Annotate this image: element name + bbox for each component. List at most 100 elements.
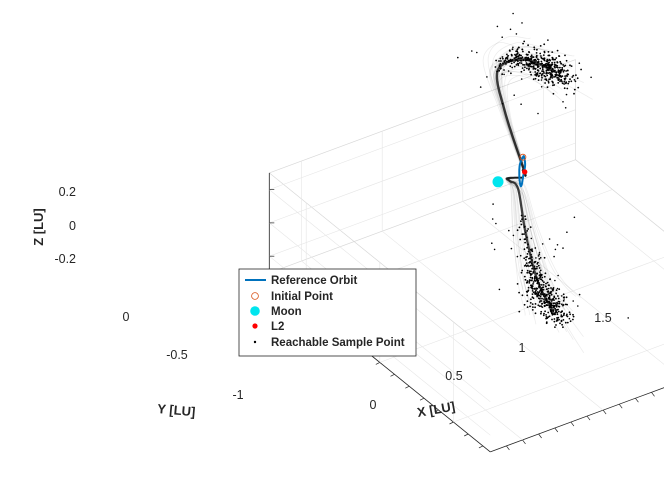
sample-point — [532, 281, 535, 283]
sample-point — [547, 80, 550, 83]
sample-point — [530, 57, 533, 59]
sample-point — [542, 284, 545, 286]
x-tick-label: 0.5 — [445, 369, 462, 383]
sample-point — [557, 69, 560, 72]
sample-point — [501, 56, 504, 58]
sample-point — [538, 291, 540, 294]
sample-point — [561, 69, 563, 72]
sample-point — [551, 73, 553, 76]
sample-point — [551, 61, 553, 64]
sample-point — [556, 76, 558, 79]
sample-point — [551, 313, 554, 316]
sample-point — [566, 321, 569, 324]
sample-point — [545, 72, 548, 75]
sample-point-scatter — [542, 293, 544, 296]
sample-point — [531, 277, 534, 280]
legend-entry-initial-point: Initial Point — [251, 291, 333, 303]
sample-point — [531, 285, 534, 287]
sample-point-scatter — [568, 317, 571, 320]
sample-point — [513, 57, 516, 60]
sample-point — [523, 40, 526, 43]
sample-point — [551, 51, 554, 53]
grid-line — [379, 256, 664, 363]
sample-point — [558, 288, 561, 291]
sample-point-scatter — [590, 76, 592, 79]
sample-point — [552, 84, 554, 87]
sample-point-scatter — [510, 247, 513, 250]
sample-point — [499, 62, 502, 65]
sample-point — [552, 289, 554, 292]
sample-point — [540, 74, 543, 77]
sample-point — [520, 62, 523, 64]
sample-point — [524, 57, 527, 59]
x-tick-label: 0 — [370, 398, 377, 412]
sample-point — [549, 278, 551, 281]
sample-point — [545, 321, 548, 323]
sample-point — [545, 62, 548, 65]
sample-point — [546, 281, 549, 284]
sample-point — [563, 80, 566, 83]
sample-point — [526, 294, 529, 297]
sample-point — [551, 68, 554, 71]
sample-point-scatter — [511, 60, 513, 62]
sample-point-scatter — [476, 51, 478, 54]
sample-point-scatter — [520, 78, 523, 80]
sample-point — [555, 73, 558, 76]
sample-point — [502, 62, 504, 65]
sample-point — [537, 60, 539, 63]
sample-point — [522, 59, 525, 62]
sample-point — [540, 56, 543, 59]
sample-point — [553, 76, 555, 78]
sample-point — [506, 60, 508, 63]
sample-point — [550, 309, 553, 312]
sample-point — [550, 290, 552, 293]
sample-point — [539, 278, 542, 280]
sample-point-scatter — [516, 255, 519, 258]
sample-point — [525, 281, 528, 284]
sample-point — [542, 58, 544, 60]
sample-point — [569, 78, 571, 81]
sample-point — [537, 75, 540, 78]
sample-point — [516, 229, 519, 232]
sample-point — [562, 314, 565, 317]
sample-point — [538, 305, 541, 307]
sample-point — [540, 289, 543, 292]
sample-point — [574, 80, 577, 83]
sample-point — [538, 282, 540, 284]
sample-point — [569, 64, 571, 67]
sample-point — [559, 80, 561, 83]
sample-point — [518, 46, 520, 49]
sample-point — [550, 300, 553, 302]
sample-point — [553, 318, 556, 320]
sample-point — [542, 314, 545, 317]
sample-point — [503, 60, 506, 62]
sample-point — [548, 294, 551, 297]
sample-point — [539, 67, 542, 70]
sample-point-scatter — [543, 72, 545, 74]
sample-point — [520, 70, 523, 73]
sample-point — [546, 288, 548, 290]
sample-point — [553, 320, 556, 323]
sample-point — [531, 296, 534, 299]
sample-point — [527, 243, 529, 246]
sample-point — [526, 300, 529, 303]
sample-point — [534, 74, 536, 76]
x-tick-label: 1 — [519, 341, 526, 355]
sample-point-scatter — [563, 296, 566, 299]
sample-point — [534, 58, 537, 61]
sample-point — [538, 277, 540, 280]
sample-point — [562, 319, 565, 321]
sample-point — [568, 311, 571, 314]
sample-point — [532, 65, 535, 67]
sample-point — [513, 65, 516, 68]
z-axis-label: Z [LU] — [31, 208, 46, 246]
sample-point — [530, 286, 532, 289]
sample-point — [534, 280, 537, 282]
sample-point — [567, 82, 570, 85]
sample-point — [557, 79, 560, 82]
sample-point — [532, 291, 535, 294]
sample-point — [532, 306, 534, 308]
legend: Reference Orbit Initial Point Moon L2 Re… — [238, 268, 417, 357]
sample-point-scatter — [557, 274, 559, 277]
sample-point — [533, 265, 536, 268]
